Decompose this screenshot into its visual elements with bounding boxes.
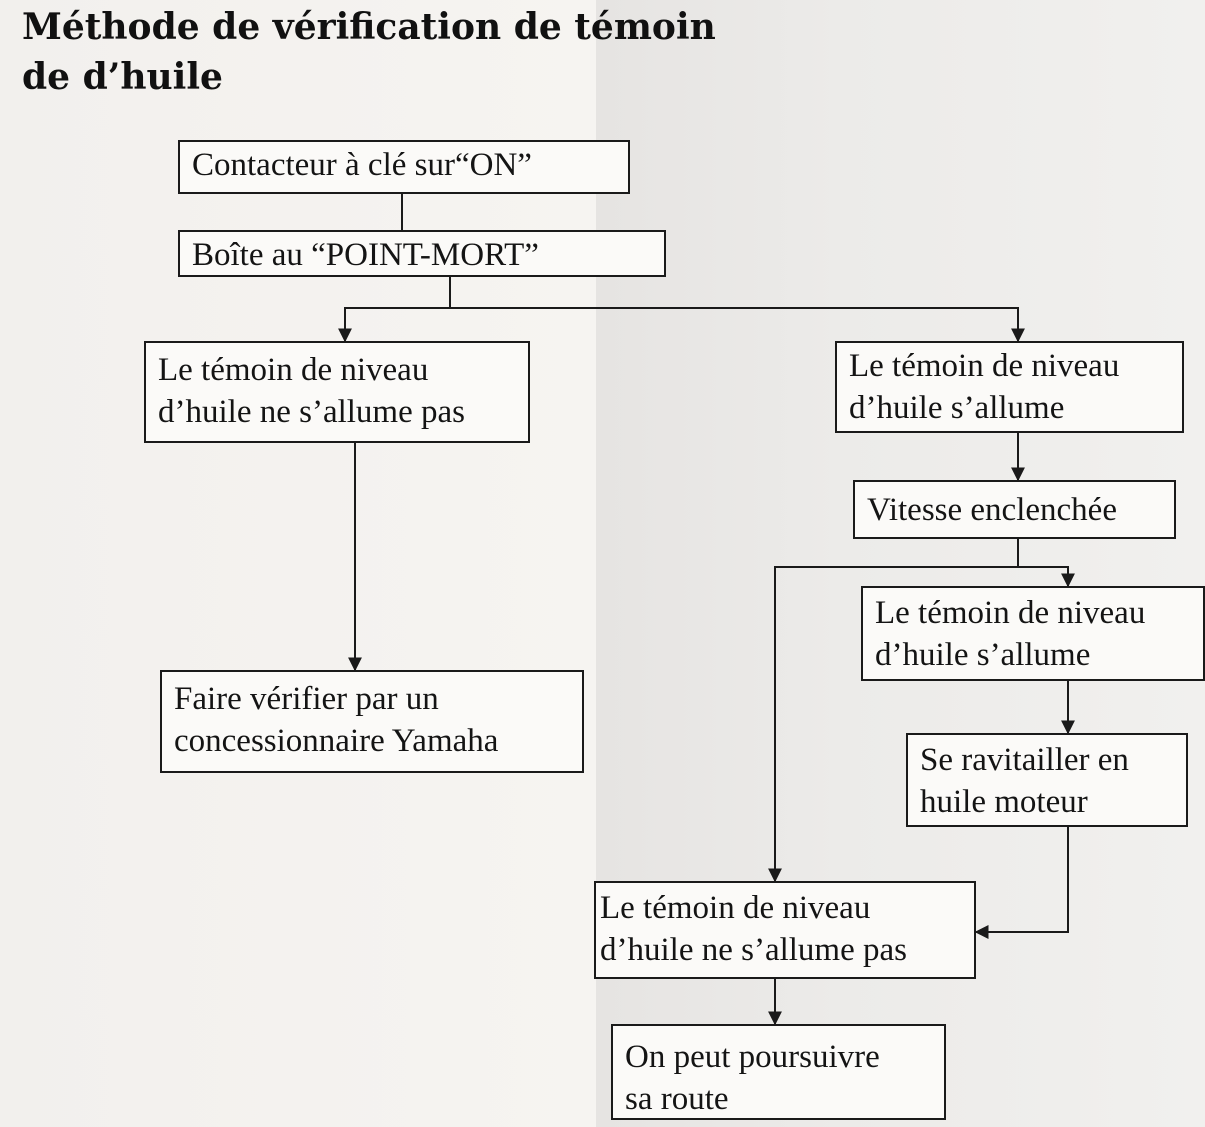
node-continue-ride: On peut poursuivre sa route <box>611 1024 946 1120</box>
node-indicator-not-lit-bottom-line-1: Le témoin de niveau <box>600 890 871 926</box>
node-indicator-lit-again-line-2: d’huile s’allume <box>875 637 1091 673</box>
title-line-2: de d’huile <box>22 56 223 98</box>
node-gear-engaged-text: Vitesse enclenchée <box>867 492 1117 528</box>
node-dealer-check: Faire vérifier par un concessionnaire Ya… <box>160 670 584 773</box>
node-neutral-text: Boîte au “POINT-MORT” <box>192 237 539 273</box>
arrow-gear-to-not-lit-bottom <box>768 566 1018 883</box>
node-dealer-check-line-1: Faire vérifier par un <box>174 681 439 717</box>
arrow-refill-to-not-lit-bottom <box>974 826 1069 939</box>
node-ignition-on-text: Contacteur à clé sur“ON” <box>192 147 532 183</box>
node-indicator-not-lit-left: Le témoin de niveau d’huile ne s’allume … <box>144 341 530 443</box>
node-indicator-not-lit-left-line-1: Le témoin de niveau <box>158 352 429 388</box>
node-neutral: Boîte au “POINT-MORT” <box>178 230 666 277</box>
arrow-to-lit-right <box>450 307 1025 343</box>
node-indicator-lit-right-line-1: Le témoin de niveau <box>849 348 1120 384</box>
arrow-to-not-lit-left <box>338 307 450 343</box>
node-gear-engaged: Vitesse enclenchée <box>853 480 1176 539</box>
node-indicator-not-lit-bottom: Le témoin de niveau d’huile ne s’allume … <box>594 881 976 979</box>
node-refill-oil-line-2: huile moteur <box>920 784 1088 820</box>
diagram-title: Méthode de vérification de témoin de d’h… <box>22 2 742 102</box>
node-indicator-not-lit-bottom-line-2: d’huile ne s’allume pas <box>600 932 907 968</box>
node-ignition-on: Contacteur à clé sur“ON” <box>178 140 630 194</box>
node-dealer-check-line-2: concessionnaire Yamaha <box>174 723 499 759</box>
node-indicator-lit-again-line-1: Le témoin de niveau <box>875 595 1146 631</box>
node-continue-ride-line-1: On peut poursuivre <box>625 1039 880 1075</box>
arrow-gear-to-lit-again <box>1018 566 1075 588</box>
node-refill-oil: Se ravitailler en huile moteur <box>906 733 1188 827</box>
title-line-1: Méthode de vérification de témoin <box>22 6 716 48</box>
node-refill-oil-line-1: Se ravitailler en <box>920 742 1129 778</box>
node-indicator-lit-right-line-2: d’huile s’allume <box>849 390 1065 426</box>
node-indicator-lit-right: Le témoin de niveau d’huile s’allume <box>835 341 1184 433</box>
node-continue-ride-line-2: sa route <box>625 1081 729 1117</box>
node-indicator-not-lit-left-line-2: d’huile ne s’allume pas <box>158 394 465 430</box>
node-indicator-lit-again: Le témoin de niveau d’huile s’allume <box>861 586 1205 681</box>
